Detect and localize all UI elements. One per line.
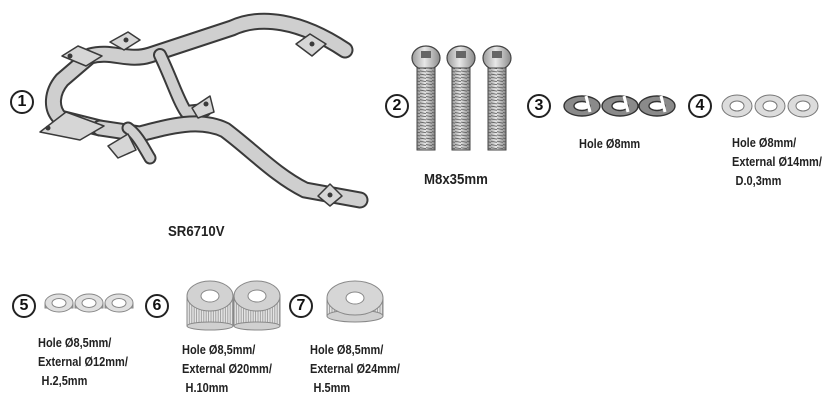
- part-7-label: Hole Ø8,5mm/ External Ø24mm/ H.5mm: [310, 341, 400, 398]
- part-7-label-line-1: Hole Ø8,5mm/: [310, 343, 384, 357]
- part-4-label-line-1: Hole Ø8mm/: [732, 136, 797, 150]
- lock-washer-illustration: [563, 95, 676, 117]
- part-6-label: Hole Ø8,5mm/ External Ø20mm/ H.10mm: [182, 341, 272, 398]
- flat-washer-illustration: [721, 94, 819, 118]
- thick-spacer-illustration: [186, 280, 281, 331]
- part-7-label-line-3: H.5mm: [313, 381, 351, 395]
- part-3-label: Hole Ø8mm: [579, 135, 640, 154]
- part-4-number-badge: 4: [688, 94, 712, 118]
- bolt-illustration: [411, 45, 512, 151]
- part-5-label-line-1: Hole Ø8,5mm/: [38, 336, 112, 350]
- part-4-label-line-2: External Ø14mm/: [732, 155, 822, 169]
- part-6-label-line-3: H.10mm: [185, 381, 229, 395]
- part-7-label-line-2: External Ø24mm/: [310, 362, 400, 376]
- thin-spacer-illustration: [44, 293, 134, 313]
- part-3-label-line-1: Hole Ø8mm: [579, 137, 641, 151]
- part-4-label-line-3: D.0,3mm: [735, 174, 782, 188]
- rack-frame-illustration: [39, 12, 369, 209]
- part-1-label: SR6710V: [168, 222, 225, 241]
- part-5-label-line-3: H.2,5mm: [41, 374, 88, 388]
- part-5-number-badge: 5: [12, 294, 36, 318]
- part-7-number-badge: 7: [289, 294, 313, 318]
- part-5-label: Hole Ø8,5mm/ External Ø12mm/ H.2,5mm: [38, 334, 128, 391]
- part-3-number-badge: 3: [527, 94, 551, 118]
- part-1-number-badge: 1: [10, 90, 34, 114]
- wide-spacer-illustration: [326, 280, 384, 323]
- part-1-label-line-1: SR6710V: [168, 223, 225, 240]
- part-4-label: Hole Ø8mm/ External Ø14mm/ D.0,3mm: [732, 134, 822, 191]
- part-6-label-line-1: Hole Ø8,5mm/: [182, 343, 256, 357]
- part-2-number-badge: 2: [385, 94, 409, 118]
- part-2-label: M8x35mm: [424, 170, 488, 189]
- part-2-label-line-1: M8x35mm: [424, 171, 488, 188]
- part-6-number-badge: 6: [145, 294, 169, 318]
- part-5-label-line-2: External Ø12mm/: [38, 355, 128, 369]
- part-6-label-line-2: External Ø20mm/: [182, 362, 272, 376]
